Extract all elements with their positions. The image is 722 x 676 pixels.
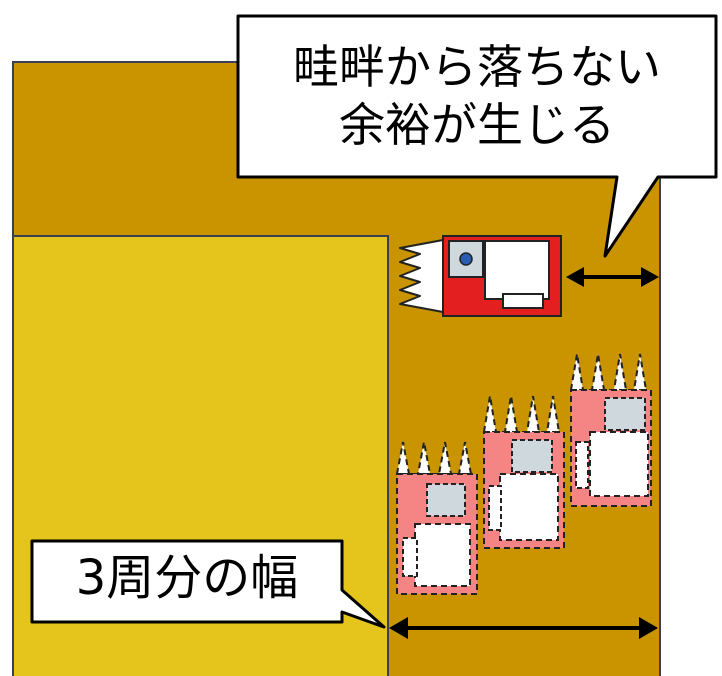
- ghost-harvester-icon: [395, 441, 478, 595]
- double-arrow-icon: [389, 617, 658, 639]
- ghost-harvester-icon: [569, 353, 652, 507]
- callout-top-bubble: [236, 14, 718, 258]
- combine-harvester-icon: [399, 235, 562, 317]
- callout-top-line1: 畦畔から落ちない: [293, 40, 661, 94]
- ghost-harvester-icon: [482, 395, 565, 549]
- callout-bottom-bubble: [30, 539, 386, 629]
- callout-bottom-label: 3周分の幅: [75, 550, 299, 606]
- callout-top-line2: 余裕が生じる: [339, 98, 615, 152]
- double-arrow-icon: [566, 267, 659, 287]
